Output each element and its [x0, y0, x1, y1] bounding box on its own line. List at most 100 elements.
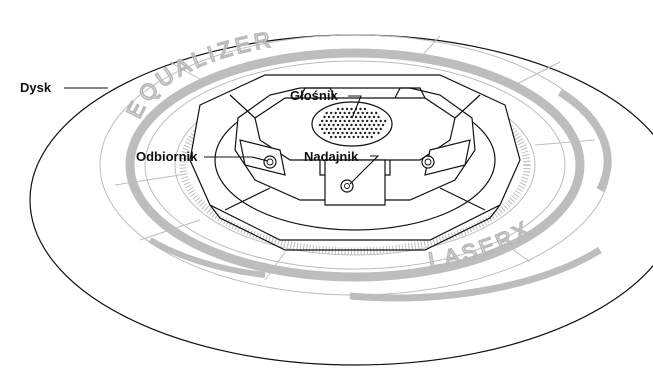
grille-dot	[359, 132, 361, 134]
grille-dot	[384, 120, 386, 122]
grille-dot	[366, 128, 368, 130]
grille-dot	[350, 124, 352, 126]
grille-dot	[368, 116, 370, 118]
grille-dot	[362, 112, 364, 114]
grille-dot	[364, 132, 366, 134]
grille-dot	[321, 120, 323, 122]
grille-dot	[328, 124, 330, 126]
grille-dot	[350, 132, 352, 134]
grille-dot	[373, 124, 375, 126]
grille-dot	[375, 112, 377, 114]
grille-dot	[364, 124, 366, 126]
grille-dot	[346, 108, 348, 110]
label-speaker: Głośnik	[290, 88, 338, 103]
grille-dot	[377, 124, 379, 126]
grille-dot	[355, 132, 357, 134]
grille-dot	[382, 124, 384, 126]
grille-dot	[328, 116, 330, 118]
grille-dot	[357, 136, 359, 138]
grille-dot	[337, 108, 339, 110]
speaker-grille	[312, 102, 392, 146]
grille-dot	[357, 128, 359, 130]
grille-dot	[353, 136, 355, 138]
grille-dot	[362, 120, 364, 122]
grille-dot	[339, 128, 341, 130]
receiver-port-right	[422, 156, 434, 168]
grille-dot	[339, 120, 341, 122]
grille-dot	[364, 116, 366, 118]
label-receiver: Odbiornik	[136, 149, 198, 164]
grille-dot	[377, 132, 379, 134]
transmitter-port	[341, 180, 353, 192]
grille-dot	[375, 120, 377, 122]
grille-dot	[366, 136, 368, 138]
grille-dot	[335, 120, 337, 122]
grille-dot	[371, 120, 373, 122]
grille-dot	[368, 124, 370, 126]
receiver-port	[264, 156, 276, 168]
grille-dot	[357, 120, 359, 122]
grille-dot	[355, 116, 357, 118]
grille-dot	[364, 108, 366, 110]
grille-dot	[335, 128, 337, 130]
grille-dot	[353, 120, 355, 122]
grille-dot	[368, 132, 370, 134]
grille-dot	[344, 112, 346, 114]
grille-dot	[380, 120, 382, 122]
grille-dot	[330, 128, 332, 130]
label-disc: Dysk	[20, 80, 52, 95]
grille-dot	[359, 108, 361, 110]
grille-dot	[332, 124, 334, 126]
grille-dot	[341, 108, 343, 110]
grille-dot	[323, 124, 325, 126]
grille-dot	[344, 128, 346, 130]
grille-dot	[326, 112, 328, 114]
label-transmitter: Nadajnik	[304, 149, 359, 164]
grille-dot	[348, 120, 350, 122]
grille-dot	[337, 116, 339, 118]
grille-dot	[348, 136, 350, 138]
grille-dot	[350, 108, 352, 110]
grille-dot	[375, 128, 377, 130]
grille-dot	[346, 116, 348, 118]
grille-dot	[341, 124, 343, 126]
grille-dot	[328, 132, 330, 134]
grille-dot	[330, 112, 332, 114]
grille-dot	[323, 116, 325, 118]
grille-dot	[332, 116, 334, 118]
grille-dot	[353, 128, 355, 130]
grille-dot	[359, 124, 361, 126]
grille-dot	[366, 112, 368, 114]
grille-dot	[346, 124, 348, 126]
grille-dot	[373, 116, 375, 118]
grille-dot	[362, 128, 364, 130]
grille-dot	[326, 120, 328, 122]
grille-dot	[337, 124, 339, 126]
grille-dot	[344, 136, 346, 138]
grille-dot	[344, 120, 346, 122]
grille-dot	[335, 112, 337, 114]
grille-dot	[341, 116, 343, 118]
grille-dot	[337, 132, 339, 134]
grille-dot	[321, 128, 323, 130]
grille-dot	[346, 132, 348, 134]
grille-dot	[330, 120, 332, 122]
grille-dot	[359, 116, 361, 118]
grille-dot	[348, 112, 350, 114]
grille-dot	[348, 128, 350, 130]
grille-dot	[355, 124, 357, 126]
grille-dot	[319, 124, 321, 126]
grille-dot	[335, 136, 337, 138]
grille-dot	[339, 136, 341, 138]
grille-dot	[373, 132, 375, 134]
grille-dot	[380, 128, 382, 130]
grille-dot	[362, 136, 364, 138]
grille-dot	[326, 128, 328, 130]
grille-dot	[357, 112, 359, 114]
grille-dot	[377, 116, 379, 118]
grille-dot	[371, 128, 373, 130]
grille-dot	[323, 132, 325, 134]
grille-dot	[330, 136, 332, 138]
grille-dot	[341, 132, 343, 134]
